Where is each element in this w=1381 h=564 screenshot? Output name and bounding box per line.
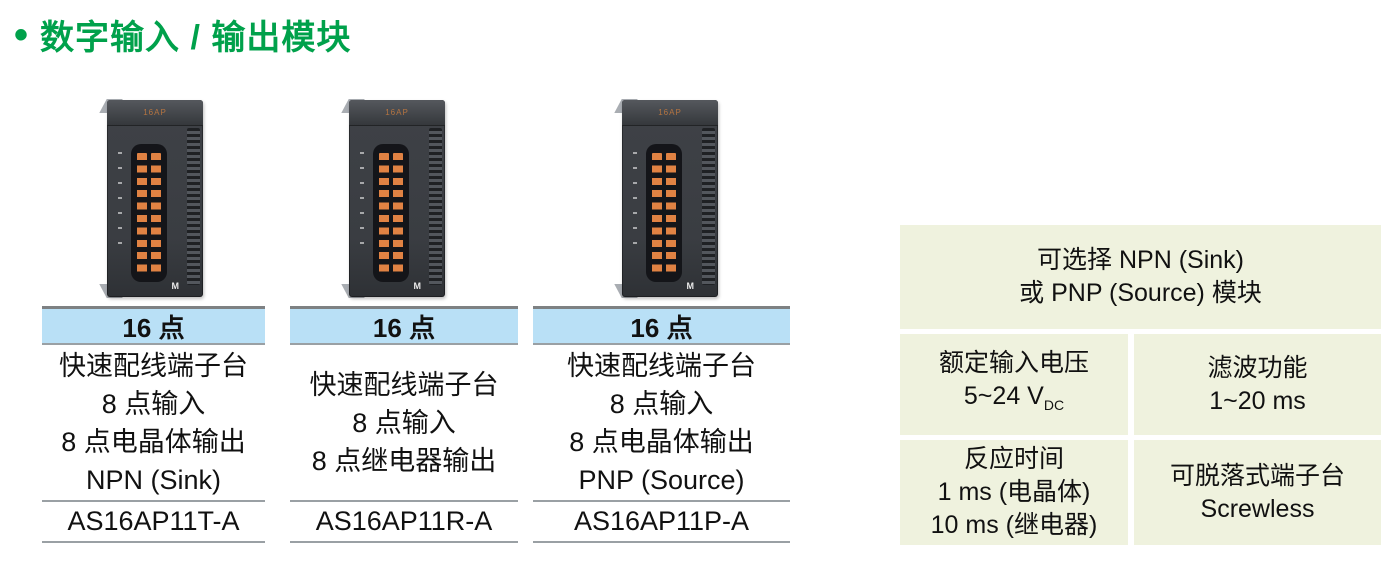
io-module-photo: 16AP M	[614, 99, 718, 298]
feature-title: 额定输入电压	[938, 349, 1089, 377]
feature-subtitle: Screwless	[1200, 494, 1315, 523]
voltage-subscript: DC	[1043, 397, 1065, 413]
points-header: 16 点	[290, 306, 518, 345]
section-title-row: • 数字输入 / 输出模块	[14, 10, 351, 59]
vent-slots-icon	[702, 128, 715, 285]
description-line: 8 点输入	[352, 407, 456, 438]
module-top-cap: 16AP	[107, 100, 203, 126]
feature-box-filter-function: 滤波功能 1~20 ms	[1134, 334, 1381, 435]
module-body: 16AP M	[622, 100, 718, 297]
feature-title: 滤波功能	[1207, 353, 1308, 382]
module-body: 16AP M	[107, 100, 203, 297]
feature-box-rated-input-voltage: 额定输入电压 5~24 VDC	[900, 334, 1128, 435]
io-module-photo: 16AP M	[99, 99, 203, 298]
description-line: 8 点电晶体输出	[569, 426, 754, 457]
terminal-column	[379, 153, 389, 273]
module-description: 快速配线端子台 8 点输入 8 点电晶体输出 NPN (Sink)	[42, 345, 265, 500]
brand-badge: M	[686, 281, 695, 291]
io-indicator-marks	[633, 152, 637, 247]
description-line: NPN (Sink)	[85, 464, 221, 495]
module-top-cap: 16AP	[349, 100, 445, 126]
io-module-photo: 16AP M	[341, 99, 445, 298]
feature-title: 反应时间	[963, 445, 1064, 473]
feature-title: 可脱落式端子台	[1169, 461, 1345, 490]
description-line: 8 点继电器输出	[311, 445, 497, 476]
description-line: 8 点输入	[609, 388, 714, 419]
description-line: 8 点输入	[101, 388, 206, 419]
voltage-value: 5~24 V	[963, 382, 1044, 410]
description-line: 快速配线端子台	[567, 350, 756, 381]
description-line: PNP (Source)	[578, 464, 745, 495]
feature-line: 10 ms (继电器)	[930, 511, 1098, 539]
module-description: 快速配线端子台 8 点输入 8 点电晶体输出 PNP (Source)	[533, 345, 790, 500]
feature-box-removable-terminal: 可脱落式端子台 Screwless	[1134, 440, 1381, 545]
brand-badge: M	[171, 281, 180, 291]
feature-line: 可选择 NPN (Sink)	[1037, 246, 1244, 274]
feature-value: 5~24 VDC	[964, 380, 1064, 422]
module-spec-column: 16 点 快速配线端子台 8 点输入 8 点继电器输出 AS16AP11R-A	[290, 306, 518, 543]
module-nameplate: 16AP	[143, 108, 167, 117]
model-number: AS16AP11R-A	[290, 500, 518, 543]
points-header: 16 点	[533, 306, 790, 345]
brand-badge: M	[413, 281, 422, 291]
terminal-column	[137, 153, 147, 273]
terminal-block	[131, 144, 167, 282]
terminal-column	[393, 153, 403, 273]
module-nameplate: 16AP	[385, 108, 409, 117]
feature-box-selectable-module: 可选择 NPN (Sink) 或 PNP (Source) 模块	[900, 225, 1381, 329]
module-spec-column: 16 点 快速配线端子台 8 点输入 8 点电晶体输出 NPN (Sink) AS16…	[42, 306, 265, 543]
terminal-column	[652, 153, 662, 273]
module-nameplate: 16AP	[658, 108, 682, 117]
terminal-block	[646, 144, 682, 282]
module-top-cap: 16AP	[622, 100, 718, 126]
io-indicator-marks	[360, 152, 364, 247]
feature-line: 1 ms (电晶体)	[937, 478, 1091, 506]
description-line: 快速配线端子台	[59, 350, 248, 381]
module-spec-column: 16 点 快速配线端子台 8 点输入 8 点电晶体输出 PNP (Source) AS…	[533, 306, 790, 543]
module-description: 快速配线端子台 8 点输入 8 点继电器输出	[290, 345, 518, 500]
feature-box-response-time: 反应时间 1 ms (电晶体) 10 ms (继电器)	[900, 440, 1128, 545]
terminal-column	[666, 153, 676, 273]
description-line: 快速配线端子台	[309, 369, 499, 400]
description-line: 8 点电晶体输出	[61, 426, 246, 457]
terminal-block	[373, 144, 409, 282]
io-indicator-marks	[118, 152, 122, 247]
terminal-column	[151, 153, 161, 273]
vent-slots-icon	[429, 128, 442, 285]
points-header: 16 点	[42, 306, 265, 345]
feature-line: 或 PNP (Source) 模块	[1019, 279, 1262, 307]
vent-slots-icon	[187, 128, 200, 285]
page-title: 数字输入 / 输出模块	[40, 19, 352, 57]
model-number: AS16AP11P-A	[533, 500, 790, 543]
bullet-icon: •	[14, 12, 29, 57]
model-number: AS16AP11T-A	[42, 500, 265, 543]
module-body: 16AP M	[349, 100, 445, 297]
feature-value: 1~20 ms	[1209, 386, 1306, 415]
